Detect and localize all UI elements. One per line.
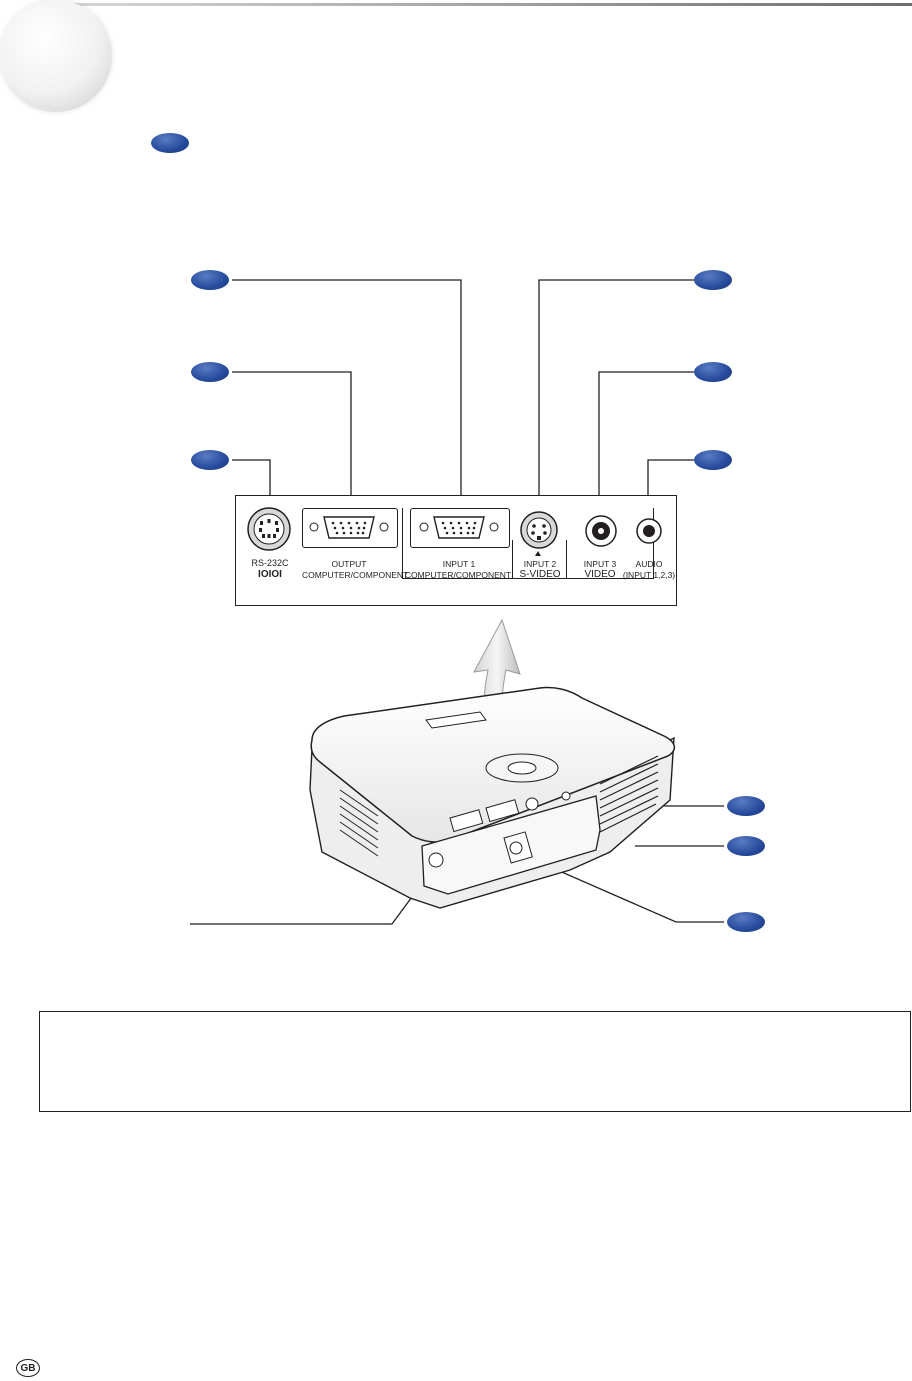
input-group-bracket <box>402 508 654 579</box>
input1-vga-port-icon <box>419 516 499 539</box>
audio-jack-icon <box>636 518 662 544</box>
rear-terminal-panel: RS-232C IOIOI OUTPUT COMPUTER/COMPONENT … <box>235 495 677 606</box>
svideo-port-icon <box>520 511 558 549</box>
output-sub-label: COMPUTER/COMPONENT <box>302 570 409 580</box>
output-frame <box>302 508 398 548</box>
output-vga-port-icon <box>309 516 389 539</box>
input1-frame <box>410 508 510 548</box>
input1-divider <box>512 540 514 578</box>
language-mark: GB <box>16 1359 40 1377</box>
callout-badge-input1 <box>191 270 229 290</box>
svideo-up-arrow-icon <box>535 551 541 556</box>
rs232c-symbol: IOIOI <box>258 569 282 580</box>
input2-divider <box>566 540 568 578</box>
callout-badge-output <box>191 362 229 382</box>
callout-badge-foot <box>727 836 765 856</box>
video-rca-port-icon <box>585 515 617 547</box>
audio-sub-label: (INPUT 1,2,3) <box>622 570 676 580</box>
top-rule <box>50 3 912 6</box>
rs232c-port-icon <box>247 507 291 551</box>
notice-box <box>39 1011 911 1112</box>
input2-sub-label: S-VIDEO <box>519 569 561 580</box>
callout-badge-svideo <box>694 270 732 290</box>
input1-label: INPUT 1 <box>442 559 476 569</box>
input3-label: INPUT 3 <box>583 559 617 569</box>
projector-illustration <box>309 686 676 909</box>
input1-sub-label: COMPUTER/COMPONENT <box>404 570 512 580</box>
rs232c-label: RS-232C <box>251 558 289 568</box>
callout-badge-exhaust <box>727 796 765 816</box>
input2-label: INPUT 2 <box>523 559 557 569</box>
callout-badge-rs232c <box>191 450 229 470</box>
input3-sub-label: VIDEO <box>584 569 616 580</box>
section-marker-circle <box>0 0 112 112</box>
callout-badge-video <box>694 362 732 382</box>
callout-badge-ac-socket <box>727 912 765 932</box>
callout-badge-audio <box>694 450 732 470</box>
audio-label: AUDIO <box>635 559 663 569</box>
page-ref-badge <box>151 133 189 153</box>
output-label: OUTPUT <box>331 559 367 569</box>
